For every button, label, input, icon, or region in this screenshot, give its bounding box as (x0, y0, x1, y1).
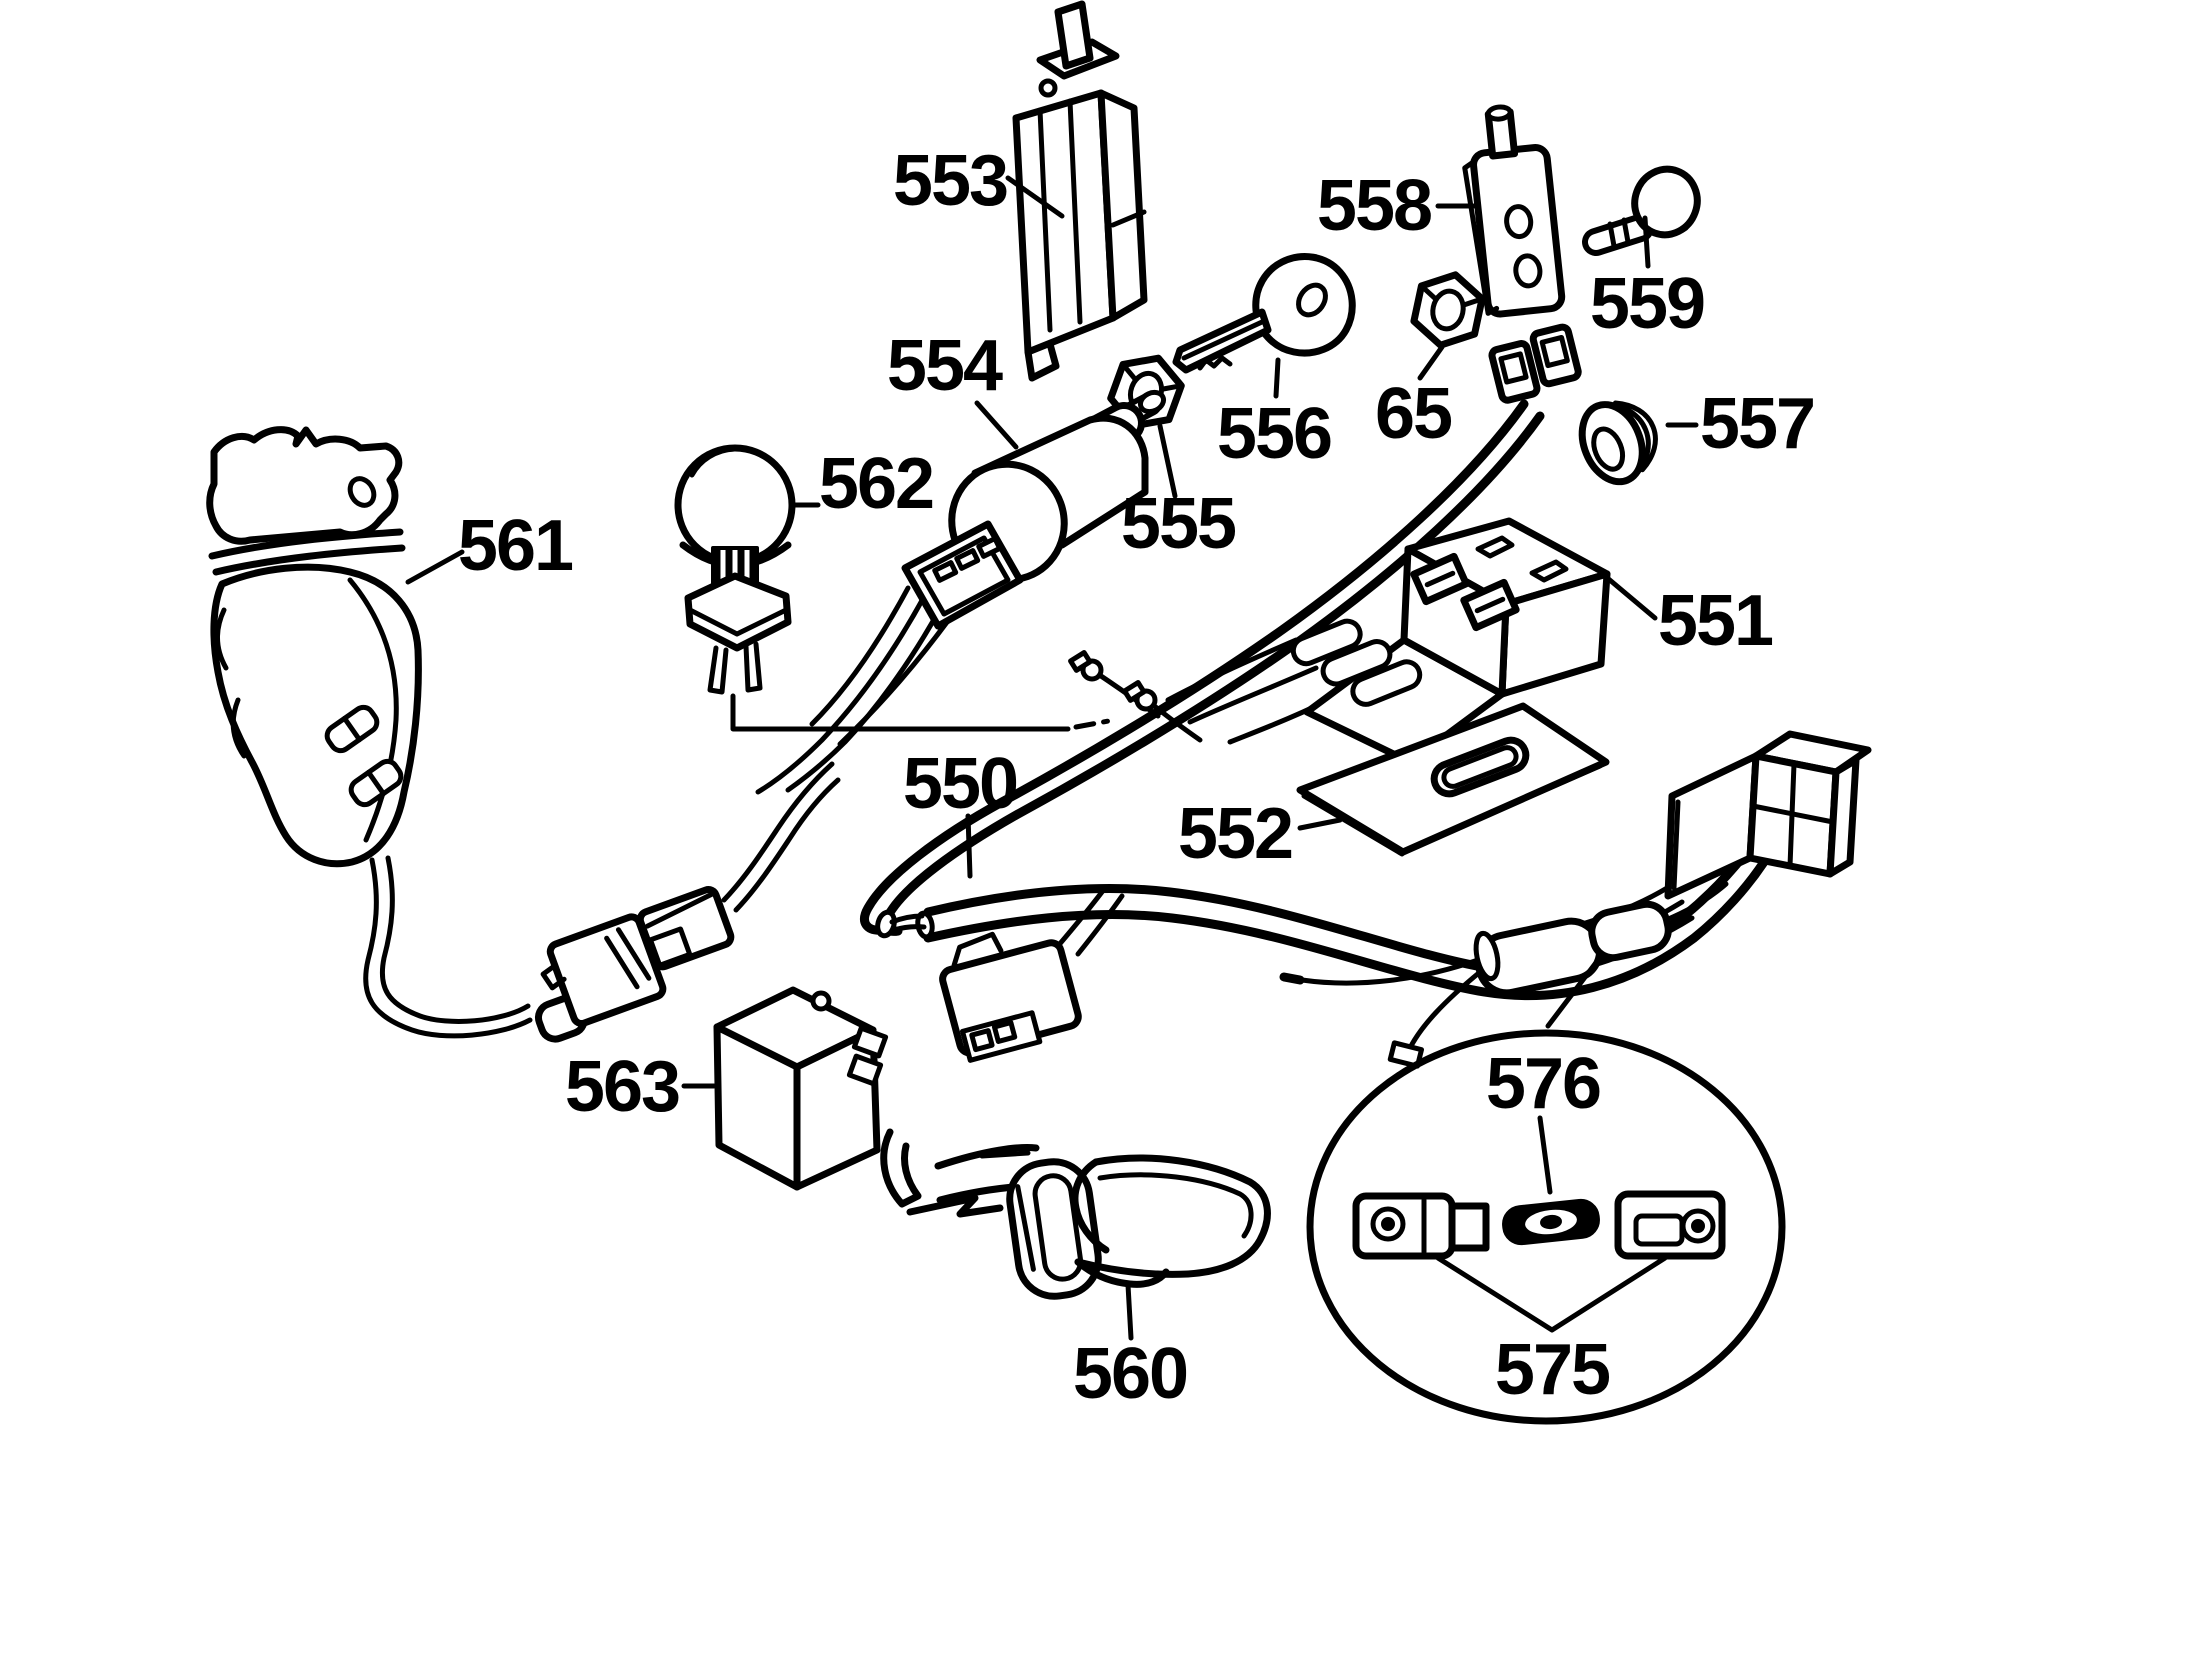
callout-558: 558 (1317, 166, 1431, 246)
leader-575 (1435, 1255, 1668, 1333)
pin-terminal (1279, 972, 1305, 985)
harness-conduit-upper (860, 399, 1529, 935)
callout-labels: 553 558 559 554 556 65 557 562 555 561 5… (458, 141, 1816, 1414)
leader-559 (1642, 215, 1651, 269)
callout-550: 550 (903, 744, 1017, 824)
harness-trunk (923, 831, 1763, 977)
part-553-bracket (1012, 0, 1148, 382)
leader-555 (1157, 423, 1178, 499)
part-560-strap (880, 1128, 1271, 1300)
handle-wire (363, 857, 533, 1039)
flag-terminal (1387, 1040, 1425, 1069)
bridge-wires (889, 913, 927, 933)
main-harness-connector (1664, 730, 1872, 900)
leader-562-terminal (730, 693, 1071, 732)
spade-tab-1 (1068, 650, 1093, 673)
callout-562: 562 (819, 444, 933, 524)
leader-553 (1005, 175, 1065, 219)
callout-553: 553 (893, 141, 1007, 221)
branch-connector (939, 931, 1082, 1063)
terminal-wire-2 (1405, 969, 1483, 1055)
callout-551: 551 (1658, 581, 1773, 661)
leader-554 (974, 400, 1019, 450)
leader-561 (405, 549, 465, 585)
switch-pigtail-wire-3 (809, 585, 911, 727)
callout-576: 576 (1486, 1044, 1600, 1124)
leader-65 (1417, 344, 1445, 381)
part-556-key (1172, 253, 1356, 374)
conduit-open-end-left (875, 909, 897, 939)
callout-555: 555 (1121, 484, 1236, 564)
leader-lines (405, 175, 1699, 1341)
part-562-push-button (674, 444, 796, 695)
leader-556 (1273, 357, 1281, 399)
callout-554: 554 (887, 326, 1003, 406)
leader-560 (1125, 1282, 1134, 1341)
callout-559: 559 (1590, 264, 1704, 344)
callout-556: 556 (1217, 394, 1331, 474)
handle-wire-connector (535, 913, 667, 1043)
part-559-bolt (1582, 165, 1701, 256)
double-spade-connector (1488, 323, 1582, 404)
callout-552: 552 (1178, 794, 1292, 874)
part-563-relay (713, 986, 889, 1191)
callout-561: 561 (458, 506, 573, 586)
leader-576 (1537, 1115, 1553, 1195)
leader-dashdot (1073, 717, 1117, 730)
fuse-holder-left (1352, 1192, 1490, 1260)
terminal-wire-1 (1299, 957, 1481, 986)
leader-552 (1297, 817, 1343, 831)
part-558-bracket (1462, 104, 1566, 318)
leader-551 (1602, 573, 1658, 621)
inline-fuse-holder (1473, 881, 1729, 997)
part-561-handle-housing (206, 426, 533, 1039)
part-557-grommet (1578, 400, 1658, 486)
callout-65: 65 (1375, 374, 1452, 454)
fuse-holder-right (1614, 1190, 1726, 1260)
part-552-pad (1296, 702, 1610, 857)
part-551-module (1165, 517, 1611, 766)
mating-connector (636, 761, 841, 971)
callout-563: 563 (565, 1047, 679, 1127)
callout-560: 560 (1073, 1334, 1187, 1414)
fuse (1502, 1198, 1600, 1246)
leader-550 (965, 813, 973, 879)
fuse-detail-callout (1306, 957, 1786, 1425)
callout-557: 557 (1700, 384, 1814, 464)
part-65-nut (1410, 271, 1486, 349)
branch-wire-to-connector (1055, 885, 1125, 957)
part-554-ignition-switch (901, 389, 1167, 630)
spade-tab-2 (1122, 680, 1147, 703)
callout-575: 575 (1495, 1330, 1610, 1410)
